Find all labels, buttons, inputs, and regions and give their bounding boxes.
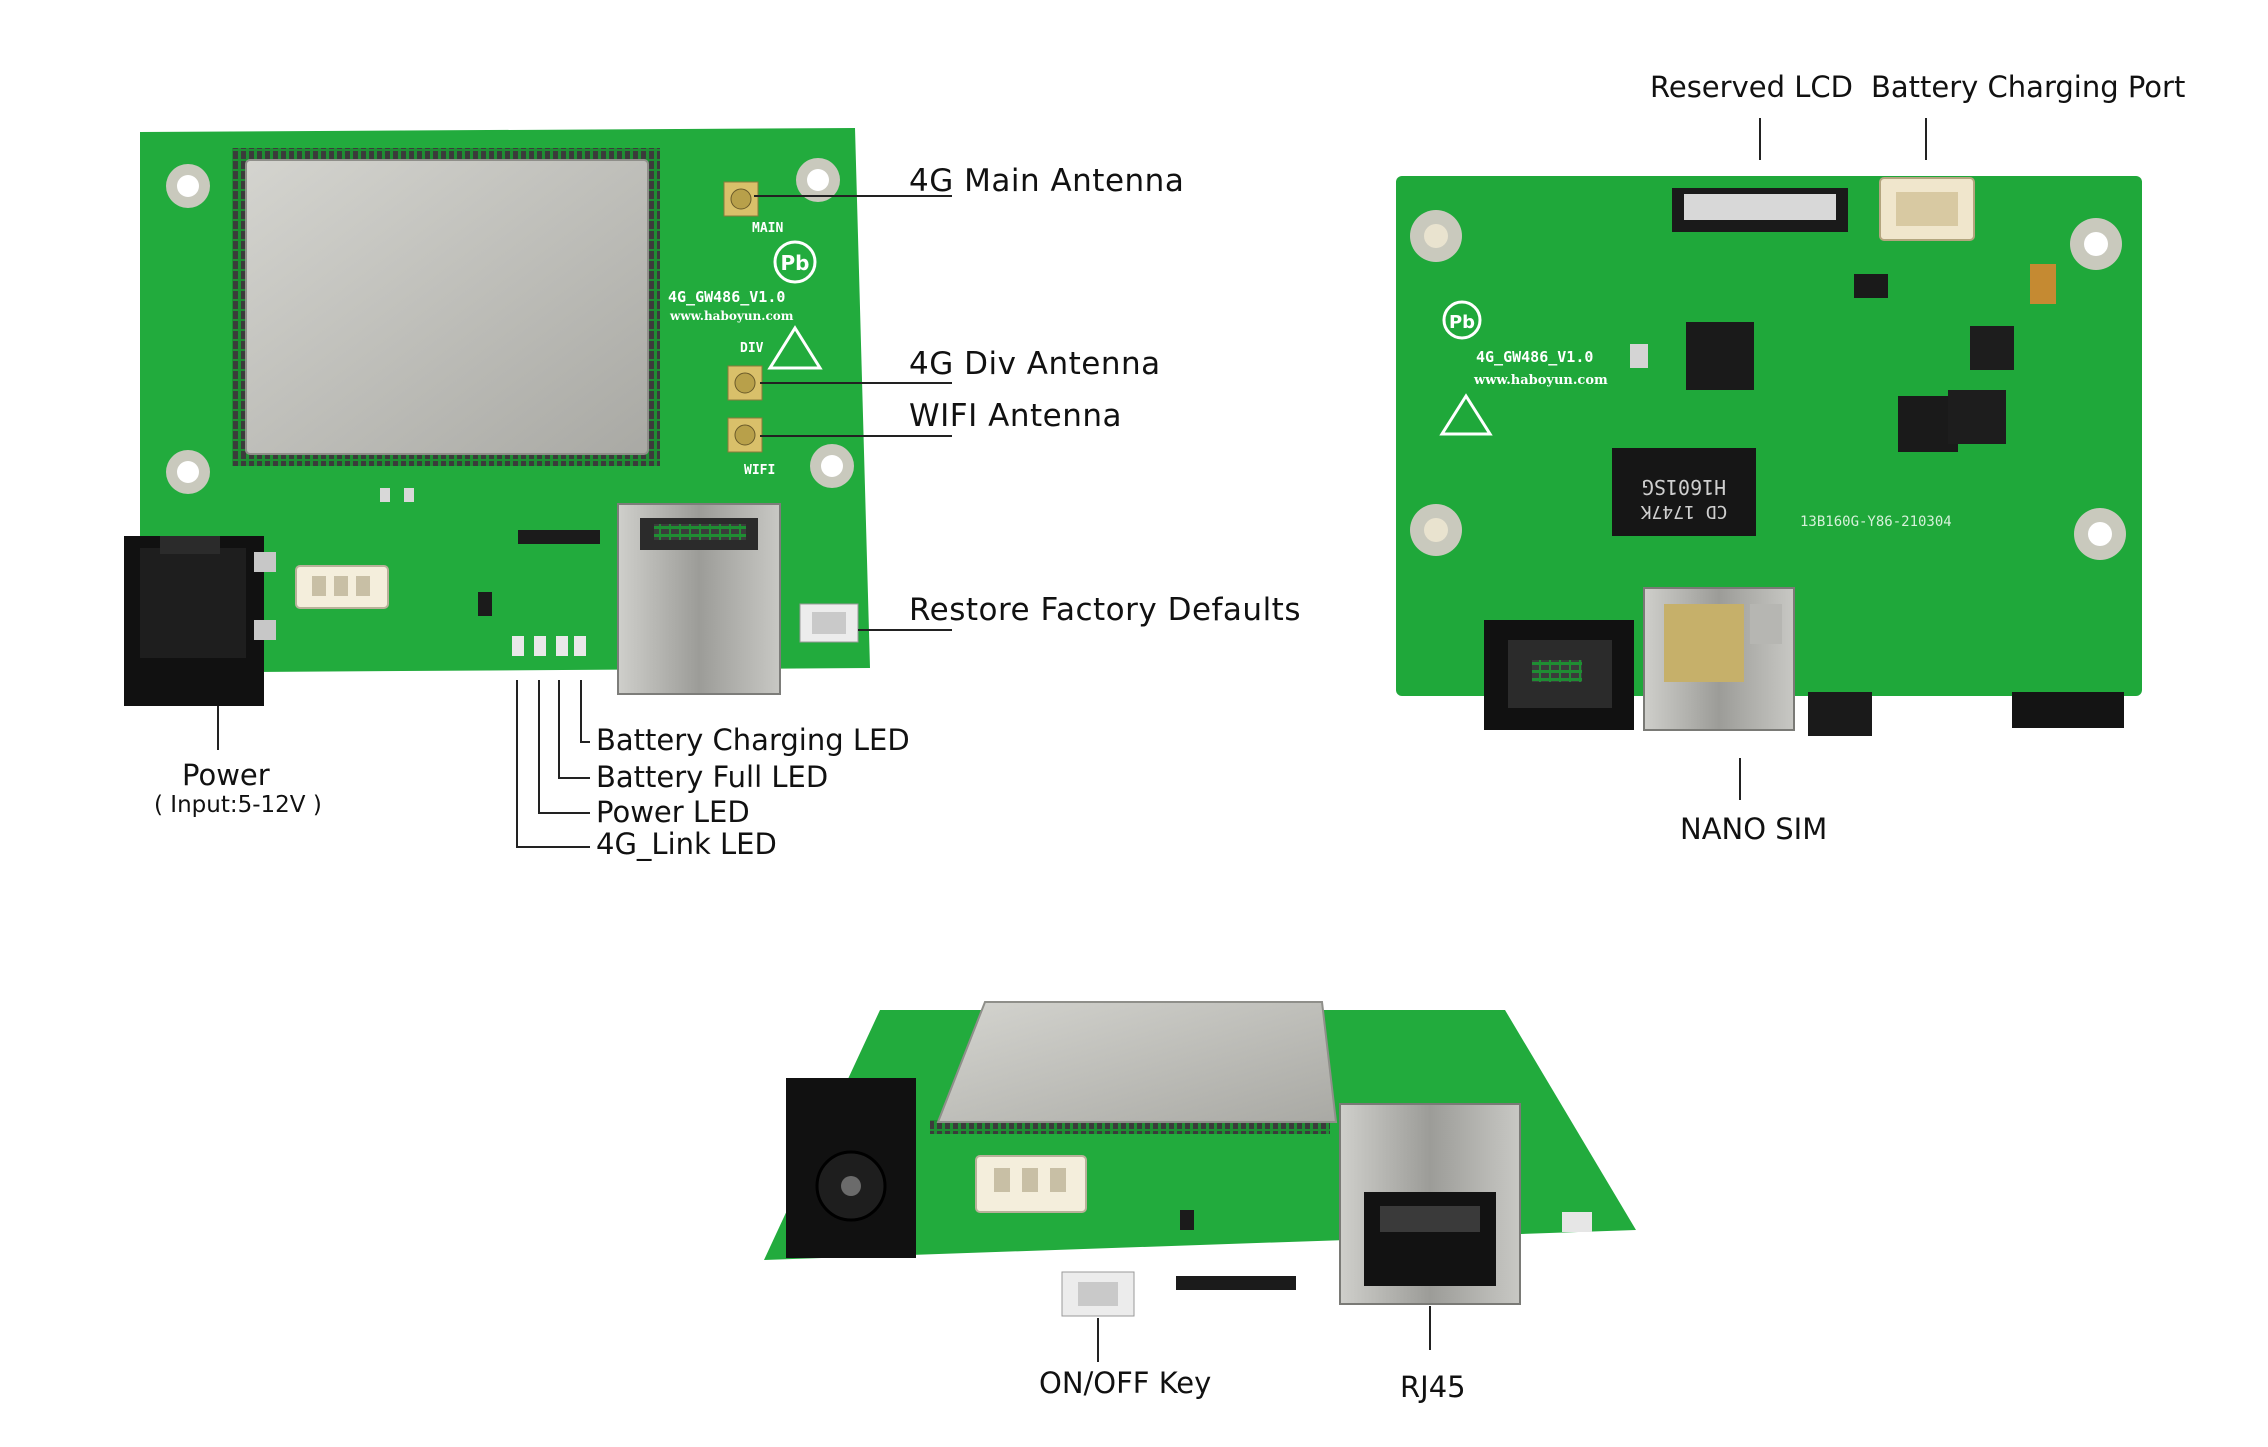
led-link [512, 636, 524, 656]
mount-hole-center [177, 175, 199, 197]
angled-battery-connector [975, 1155, 1087, 1213]
front-callout-lines [217, 195, 952, 848]
label-power-led: Power LED [596, 795, 750, 829]
pb-free-icon-back [1442, 300, 1482, 340]
angled-on-off-key [1061, 1271, 1135, 1317]
front-model-silk: 4G_GW486_V1.0 [668, 288, 785, 306]
mount-hole-center [807, 169, 829, 191]
front-board: Pb MAIN DIV WIFI 4G_GW486_V1.0 www.haboy… [124, 128, 870, 706]
tact-switch-back [1808, 692, 1872, 736]
back-code-silk: 13B160G-Y86-210304 [1800, 514, 1952, 530]
mount-hole-center [2084, 232, 2108, 256]
esd-warning-icon [767, 325, 823, 370]
back-model-silk: 4G_GW486_V1.0 [1476, 348, 1593, 366]
angled-reset-button [1562, 1212, 1592, 1232]
battery-connector-front [295, 565, 389, 609]
label-nano-sim: NANO SIM [1680, 812, 1828, 846]
angled-module-shield [936, 1001, 1338, 1123]
angled-transistor [1180, 1210, 1194, 1230]
angled-rj45-jack [1339, 1103, 1521, 1305]
reset-button-front [799, 603, 859, 643]
label-battery-charging-port: Battery Charging Port [1871, 70, 2186, 104]
lte-module-shield [245, 159, 649, 455]
div-antenna-connector [727, 365, 763, 401]
resistor-array [518, 530, 600, 544]
back-board: H1601SG CD 1747K Pb 4G_GW486_V1.0 www.ha… [1396, 176, 2142, 736]
main-silk-label: MAIN [752, 221, 783, 236]
pb-free-text: Pb [781, 251, 810, 275]
crystal [1630, 344, 1648, 368]
battery-charging-port [1879, 177, 1975, 241]
label-main-antenna: 4G Main Antenna [909, 163, 1185, 199]
smd-part [380, 488, 390, 502]
angled-module-pins [930, 1120, 1330, 1134]
lcd-fpc-slot [1684, 194, 1836, 220]
mount-hole-center [177, 461, 199, 483]
pb-free-text-back: Pb [1449, 312, 1475, 333]
mount-hole-center [1424, 224, 1448, 248]
rj45-jack-front [617, 503, 781, 695]
label-restore-defaults: Restore Factory Defaults [909, 592, 1301, 628]
dc-power-jack [124, 536, 276, 706]
label-rj45: RJ45 [1400, 1370, 1466, 1404]
led-power [534, 636, 546, 656]
label-power: Power [182, 758, 270, 792]
label-power-input: ( Input:5-12V ) [154, 792, 322, 818]
angled-dc-jack [786, 1078, 916, 1258]
edge-connector [2012, 692, 2124, 728]
label-reserved-lcd: Reserved LCD [1650, 70, 1853, 104]
smd-part [1854, 274, 1888, 298]
label-4g-link-led: 4G_Link LED [596, 827, 777, 861]
mount-hole-center [1424, 518, 1448, 542]
label-wifi-antenna: WIFI Antenna [909, 398, 1122, 434]
angled-board [764, 1001, 1636, 1317]
capacitor [2030, 264, 2056, 304]
label-battery-charging-led: Battery Charging LED [596, 723, 910, 757]
label-battery-full-led: Battery Full LED [596, 760, 829, 794]
mount-hole-center [821, 455, 843, 477]
label-div-antenna: 4G Div Antenna [909, 346, 1161, 382]
div-silk-label: DIV [740, 341, 764, 356]
bottom-callout-lines [1097, 1306, 1431, 1362]
mount-hole-center [2088, 522, 2112, 546]
wifi-antenna-connector [727, 417, 763, 453]
led-full [556, 636, 568, 656]
angled-sim-slot-edge [1176, 1276, 1296, 1290]
esd-warning-icon-back [1439, 393, 1493, 436]
main-antenna-connector [723, 181, 759, 217]
chip-text-1: H1601SG [1642, 475, 1726, 499]
inductor [1948, 390, 2006, 444]
inductor [1970, 326, 2014, 370]
back-url-silk: www.haboyun.com [1473, 373, 1608, 388]
smd-part [404, 488, 414, 502]
label-on-off-key: ON/OFF Key [1039, 1366, 1212, 1400]
nano-sim-slot [1643, 587, 1795, 731]
back-callout-lines [1739, 118, 1927, 800]
back-pcb [1396, 176, 2142, 696]
led-charging [574, 636, 586, 656]
pb-free-icon [773, 240, 817, 284]
chip-text-2: CD 1747K [1640, 501, 1727, 522]
rj45-jack-back [1484, 620, 1634, 730]
wifi-silk-label: WIFI [744, 463, 775, 478]
front-url-silk: www.haboyun.com [669, 309, 794, 323]
qfn-chip [1686, 322, 1754, 390]
transistor [478, 592, 492, 616]
transformer-chip [1612, 448, 1756, 536]
